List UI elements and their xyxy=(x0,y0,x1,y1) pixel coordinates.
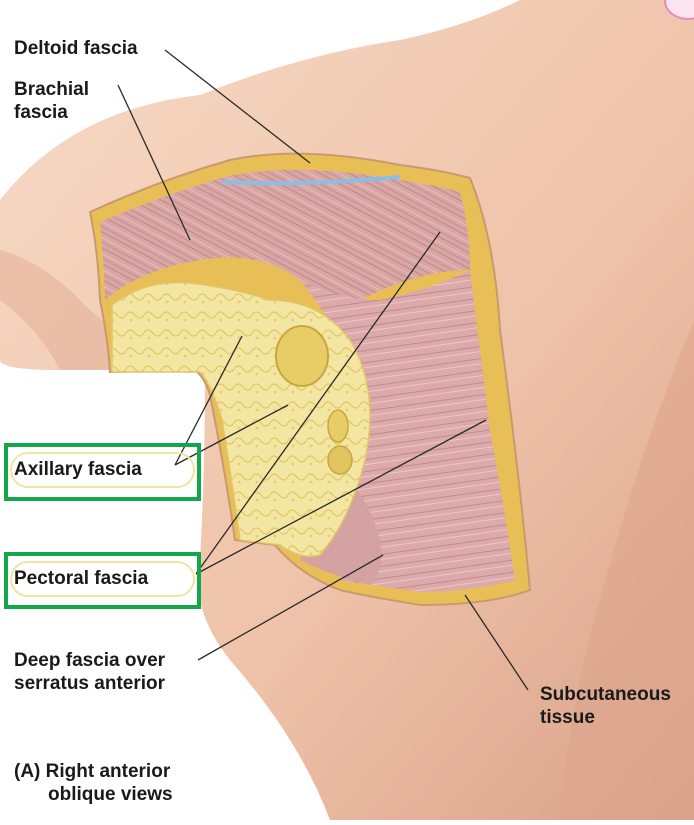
label-brachial-fascia-line1: Brachial xyxy=(14,79,89,100)
fat-lobule xyxy=(327,409,349,443)
caption-line2: oblique views xyxy=(48,784,173,805)
leader-pectoral-2 xyxy=(195,419,487,575)
highlight-box-pectoral xyxy=(4,552,201,609)
leader-subcutaneous xyxy=(464,594,529,691)
leader-brachial xyxy=(117,84,191,241)
label-brachial-fascia-line2: fascia xyxy=(14,102,68,123)
label-deep-fascia-line1: Deep fascia over xyxy=(14,650,166,671)
flank-shadow xyxy=(560,320,694,820)
label-pectoral-fascia: Pectoral fascia xyxy=(14,568,149,589)
leader-deep-fascia xyxy=(197,554,384,661)
leader-deltoid xyxy=(164,49,311,164)
fat-lobule xyxy=(327,445,353,475)
label-subcutaneous-line2: tissue xyxy=(540,707,595,728)
label-subcutaneous-line1: Subcutaneous xyxy=(540,684,671,705)
deltoid-fascia-line xyxy=(221,175,401,186)
leader-pectoral-1 xyxy=(195,231,441,575)
fat-lobule xyxy=(275,325,329,387)
deltoid-muscle xyxy=(100,169,470,300)
caption-line1: (A) Right anterior xyxy=(14,761,171,782)
leader-axillary-2 xyxy=(174,404,289,466)
highlight-oval-pectoral xyxy=(10,561,195,597)
serratus-muscle xyxy=(300,470,382,585)
label-deep-fascia-line2: serratus anterior xyxy=(14,673,166,694)
label-deltoid-fascia: Deltoid fascia xyxy=(14,38,138,59)
arm-shadow xyxy=(0,250,205,370)
label-axillary-fascia: Axillary fascia xyxy=(14,459,142,480)
highlight-oval-axillary xyxy=(10,452,195,488)
highlight-box-axillary xyxy=(4,443,201,501)
